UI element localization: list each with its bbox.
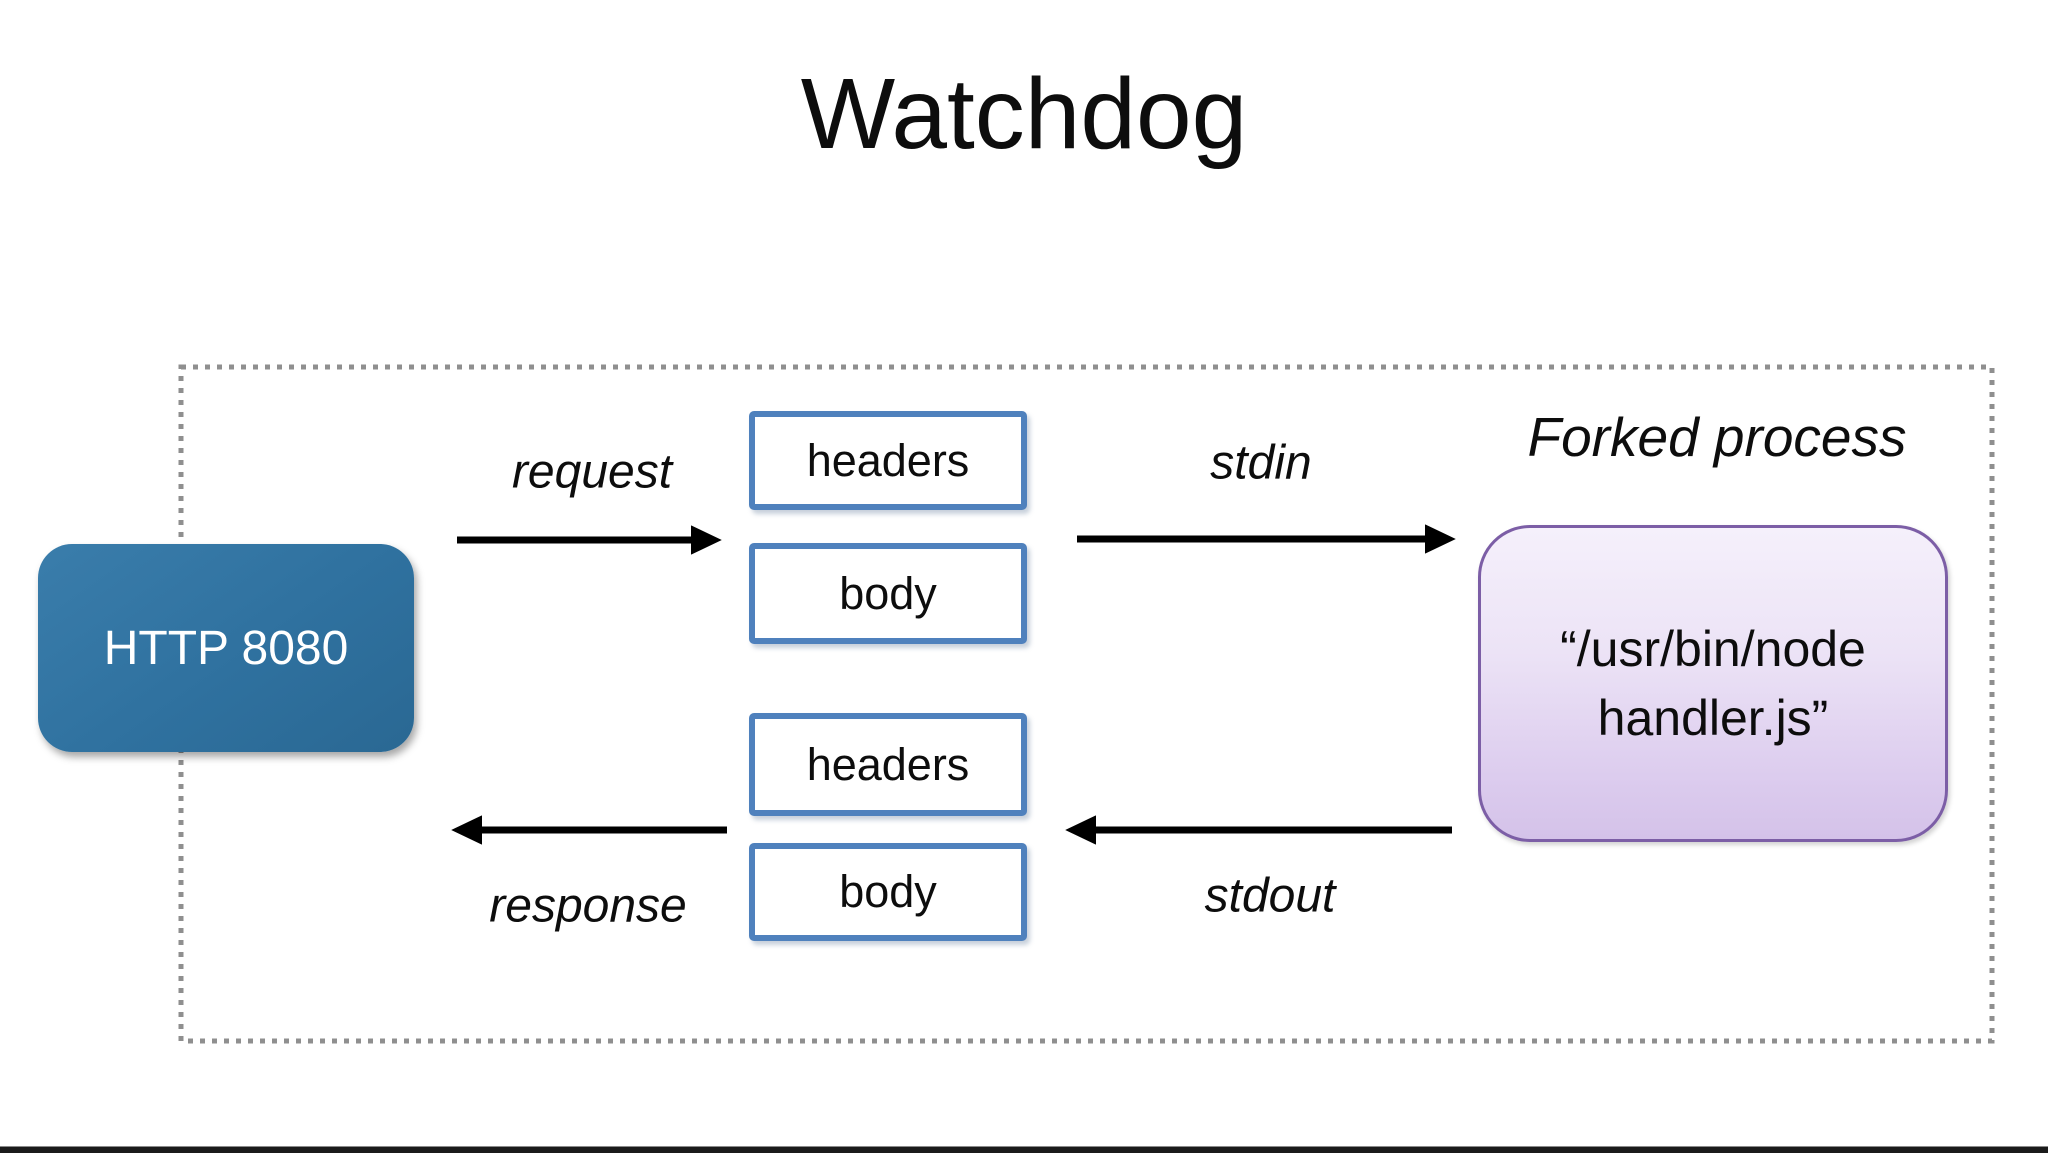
process-command-line2: handler.js” (1597, 689, 1829, 746)
bottom-edge-bar (0, 1146, 2048, 1153)
http-server-node: HTTP 8080 (38, 544, 414, 752)
http-server-label: HTTP 8080 (103, 621, 349, 675)
stdout-arrow-label: stdout (1204, 869, 1336, 923)
request-body-label: body (839, 567, 937, 619)
stdin-arrow-label: stdin (1210, 436, 1312, 490)
response-body-label: body (839, 866, 937, 917)
forked-process-label: Forked process (1527, 406, 1907, 468)
slide-title: Watchdog (800, 58, 1248, 170)
request-headers-box: headers (749, 411, 1027, 510)
response-body-box: body (749, 843, 1027, 941)
process-command-line1: “/usr/bin/node (1560, 620, 1866, 677)
response-headers-label: headers (806, 738, 970, 790)
response-headers-box: headers (749, 713, 1027, 816)
request-body-box: body (749, 543, 1027, 644)
request-headers-label: headers (806, 434, 970, 486)
forked-process-node: “/usr/bin/node handler.js” (1478, 525, 1948, 842)
request-arrow-label: request (511, 445, 673, 499)
response-arrow-label: response (489, 879, 687, 933)
